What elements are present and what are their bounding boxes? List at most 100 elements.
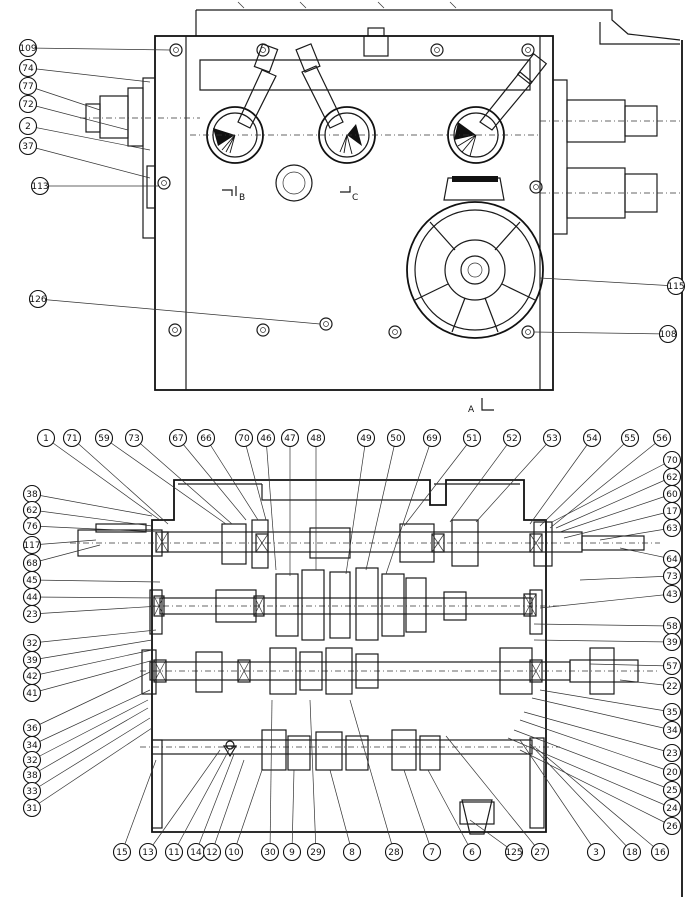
callout-bubble xyxy=(62,428,82,448)
callout-number: 126 xyxy=(29,295,46,305)
callout-number: 69 xyxy=(426,434,438,444)
callout-bubble xyxy=(662,632,682,652)
callout-bubble xyxy=(662,798,682,818)
callout-bubble xyxy=(530,842,550,862)
leader-line xyxy=(535,747,661,853)
callout-number: 76 xyxy=(26,522,38,532)
callout-bubble xyxy=(164,842,184,862)
callout-109: 109 xyxy=(18,38,38,58)
leader-line xyxy=(27,125,151,151)
callout-55: 55 xyxy=(620,428,640,448)
callout-bubble xyxy=(620,428,640,448)
callout-number: 29 xyxy=(310,848,322,858)
callout-number: 109 xyxy=(19,44,36,54)
callout-11: 11 xyxy=(164,842,184,862)
section-mark-c: C xyxy=(352,193,358,203)
leader-line xyxy=(31,639,153,661)
callout-number: 44 xyxy=(26,593,38,603)
callout-number: 38 xyxy=(26,771,38,781)
callout-bubble xyxy=(280,428,300,448)
leader-line xyxy=(31,649,153,677)
leader-line xyxy=(269,699,273,853)
callout-28: 28 xyxy=(384,842,404,862)
callout-bubble xyxy=(502,428,522,448)
callout-number: 12 xyxy=(206,848,217,858)
bearings xyxy=(153,531,543,683)
callout-bubble xyxy=(260,842,280,862)
callout-bubble xyxy=(202,842,222,862)
callout-115: 115 xyxy=(666,276,686,296)
callout-number: 16 xyxy=(654,848,666,858)
callout-number: 115 xyxy=(667,282,684,292)
leader-line xyxy=(205,437,259,521)
leader-line xyxy=(233,769,263,853)
callout-bubble xyxy=(22,535,42,555)
callout-30: 30 xyxy=(260,842,280,862)
shaft-4 xyxy=(140,739,560,755)
callout-number: 35 xyxy=(666,708,677,718)
callout-52: 52 xyxy=(502,428,522,448)
callout-18: 18 xyxy=(622,842,642,862)
callout-29: 29 xyxy=(306,842,326,862)
leader-line xyxy=(563,510,673,539)
callout-number: 32 xyxy=(26,639,37,649)
callout-number: 10 xyxy=(228,848,240,858)
callout-bubble xyxy=(22,798,42,818)
callout-13: 13 xyxy=(138,842,158,862)
callout-2: 2 xyxy=(18,116,38,136)
leader-line xyxy=(513,729,673,791)
callout-59: 59 xyxy=(94,428,114,448)
callout-bubble xyxy=(306,842,326,862)
leader-line xyxy=(533,331,669,335)
callout-bubble xyxy=(384,842,404,862)
leader-line xyxy=(539,277,677,287)
callout-68: 68 xyxy=(22,553,42,573)
callout-bubble xyxy=(18,76,38,96)
shift-lever-1 xyxy=(206,43,279,164)
callout-bubble xyxy=(112,842,132,862)
callout-17: 17 xyxy=(662,501,682,521)
callout-number: 34 xyxy=(26,741,38,751)
callout-bubble xyxy=(356,428,376,448)
bolt-holes-top xyxy=(157,43,543,339)
leader-line xyxy=(579,575,673,581)
callout-bubble xyxy=(662,780,682,800)
leader-line xyxy=(555,476,673,529)
leader-line xyxy=(121,759,157,853)
leader-line xyxy=(365,437,397,571)
leader-line xyxy=(103,437,227,525)
leader-line xyxy=(445,735,541,853)
callout-64: 64 xyxy=(662,549,682,569)
leader-line xyxy=(31,579,161,583)
callout-number: 47 xyxy=(284,434,295,444)
leader-line xyxy=(349,699,395,853)
callout-108: 108 xyxy=(658,324,678,344)
callout-number: 73 xyxy=(666,572,677,582)
callout-number: 39 xyxy=(26,656,38,666)
callout-number: 13 xyxy=(142,848,153,858)
leader-line xyxy=(599,527,673,541)
callout-number: 72 xyxy=(22,100,33,110)
callout-number: 31 xyxy=(26,804,37,814)
callout-53: 53 xyxy=(542,428,562,448)
callout-bubble xyxy=(662,743,682,763)
callout-number: 1 xyxy=(43,434,49,444)
callout-number: 15 xyxy=(116,848,127,858)
callout-bubble xyxy=(662,762,682,782)
callout-number: 30 xyxy=(264,848,276,858)
leader-line xyxy=(531,697,673,731)
leader-line xyxy=(31,509,153,527)
callout-14: 14 xyxy=(186,842,206,862)
callout-number: 43 xyxy=(666,590,677,600)
leader-line xyxy=(31,689,151,746)
callout-3: 3 xyxy=(586,842,606,862)
callout-51: 51 xyxy=(462,428,482,448)
leader-line xyxy=(265,437,277,571)
callout-bubble xyxy=(650,842,670,862)
callout-62: 62 xyxy=(662,467,682,487)
callout-number: 20 xyxy=(666,768,678,778)
callout-number: 32 xyxy=(26,756,37,766)
callout-number: 108 xyxy=(659,330,676,340)
callout-60: 60 xyxy=(662,484,682,504)
